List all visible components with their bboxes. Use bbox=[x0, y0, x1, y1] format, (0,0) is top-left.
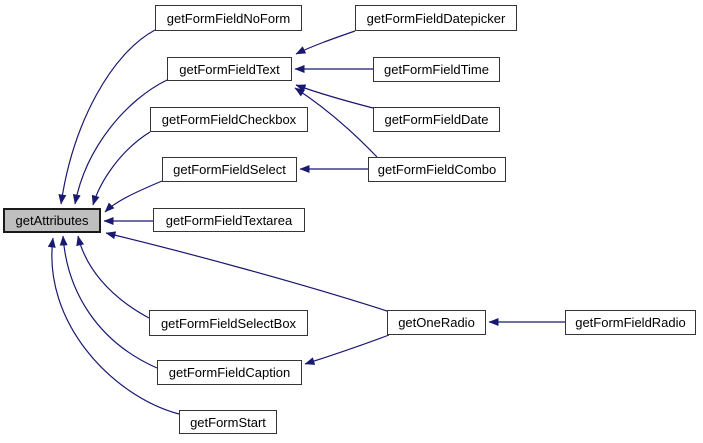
graph-node-getFormFieldNoForm[interactable]: getFormFieldNoForm bbox=[155, 5, 302, 31]
graph-node-getFormFieldRadio[interactable]: getFormFieldRadio bbox=[565, 310, 696, 335]
edge-getOneRadio-to-getAttributes bbox=[105, 231, 388, 312]
edge-getFormFieldCombo-to-getFormFieldText bbox=[294, 87, 378, 158]
graph-node-getFormFieldSelectBox[interactable]: getFormFieldSelectBox bbox=[149, 310, 308, 336]
graph-node-getFormFieldText[interactable]: getFormFieldText bbox=[167, 57, 292, 81]
edge-getFormFieldSelect-to-getAttributes bbox=[104, 180, 163, 213]
edge-getFormFieldCaption-to-getAttributes bbox=[59, 235, 158, 369]
edge-getFormFieldDatepicker-to-getFormFieldText bbox=[295, 30, 356, 55]
edge-getFormStart-to-getAttributes bbox=[47, 237, 180, 415]
graph-node-getFormStart[interactable]: getFormStart bbox=[179, 410, 277, 434]
edge-getOneRadio-to-getFormFieldCaption bbox=[304, 334, 390, 365]
graph-node-getFormFieldTextarea[interactable]: getFormFieldTextarea bbox=[153, 208, 305, 232]
graph-node-getFormFieldTime[interactable]: getFormFieldTime bbox=[373, 57, 500, 82]
edge-getFormFieldSelectBox-to-getAttributes bbox=[76, 235, 150, 319]
edge-getFormFieldDate-to-getFormFieldText bbox=[295, 84, 374, 109]
graph-node-getFormFieldCheckbox[interactable]: getFormFieldCheckbox bbox=[150, 107, 308, 132]
graph-node-getOneRadio[interactable]: getOneRadio bbox=[387, 310, 486, 335]
graph-node-getFormFieldCombo[interactable]: getFormFieldCombo bbox=[368, 157, 506, 182]
graph-node-getAttributes: getAttributes bbox=[3, 208, 101, 233]
edge-getFormFieldText-to-getAttributes bbox=[72, 79, 168, 205]
graph-node-getFormFieldCaption[interactable]: getFormFieldCaption bbox=[157, 360, 302, 385]
edge-getFormFieldNoForm-to-getAttributes bbox=[58, 29, 156, 205]
graph-node-getFormFieldSelect[interactable]: getFormFieldSelect bbox=[162, 157, 297, 182]
graph-node-getFormFieldDate[interactable]: getFormFieldDate bbox=[373, 107, 500, 132]
graph-node-getFormFieldDatepicker[interactable]: getFormFieldDatepicker bbox=[355, 5, 517, 31]
edge-getFormFieldCheckbox-to-getAttributes bbox=[91, 131, 151, 206]
